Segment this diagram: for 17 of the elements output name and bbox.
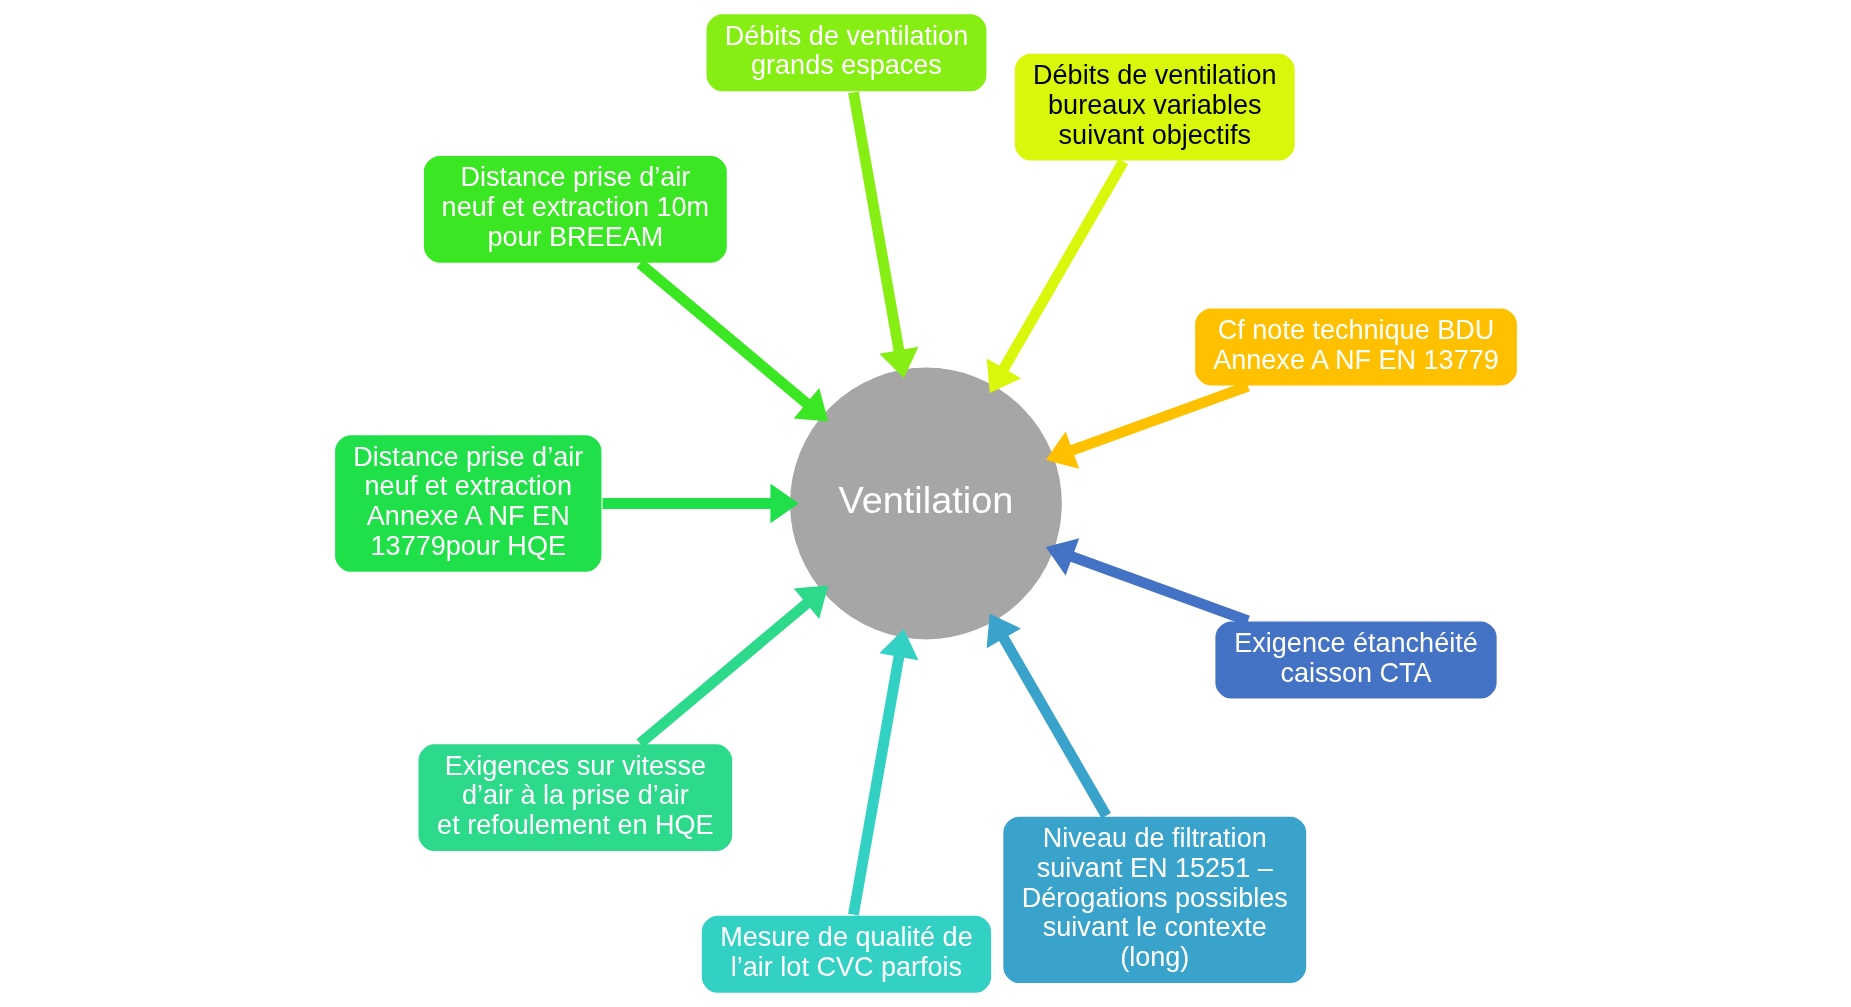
- arrow: [847, 628, 918, 916]
- node-box: Mesure de qualité de l’air lot CVC parfois: [699, 914, 992, 995]
- node-box: Cf note technique BDU Annexe A NF EN 13779: [1193, 307, 1518, 387]
- node-box: Débits de ventilation grands espaces: [704, 12, 988, 93]
- node-box: Distance prise d’air neuf et extraction 10m pour BREEAM: [422, 154, 728, 265]
- arrow: [602, 483, 799, 524]
- arrow: [847, 91, 918, 379]
- node-circle: Ventilation: [788, 366, 1063, 641]
- node-box: Débits de ventilation bureaux variables suivant objectifs: [1012, 52, 1296, 162]
- arrow: [636, 259, 828, 422]
- arrow: [986, 158, 1128, 394]
- node-box: Exigence étanchéité caisson CTA: [1213, 620, 1498, 700]
- node-box: Niveau de filtration suivant EN 15251 – Dérogations possibles suivant le contexte (long): [1001, 815, 1308, 985]
- arrow: [636, 585, 828, 748]
- node-box: Distance prise d’air neuf et extraction Annexe A NF EN 13779pour HQE: [333, 433, 603, 574]
- arrow: [986, 613, 1111, 819]
- node-box: Exigences sur vitesse d’air à la prise d’air et refoulement en HQE: [416, 742, 734, 853]
